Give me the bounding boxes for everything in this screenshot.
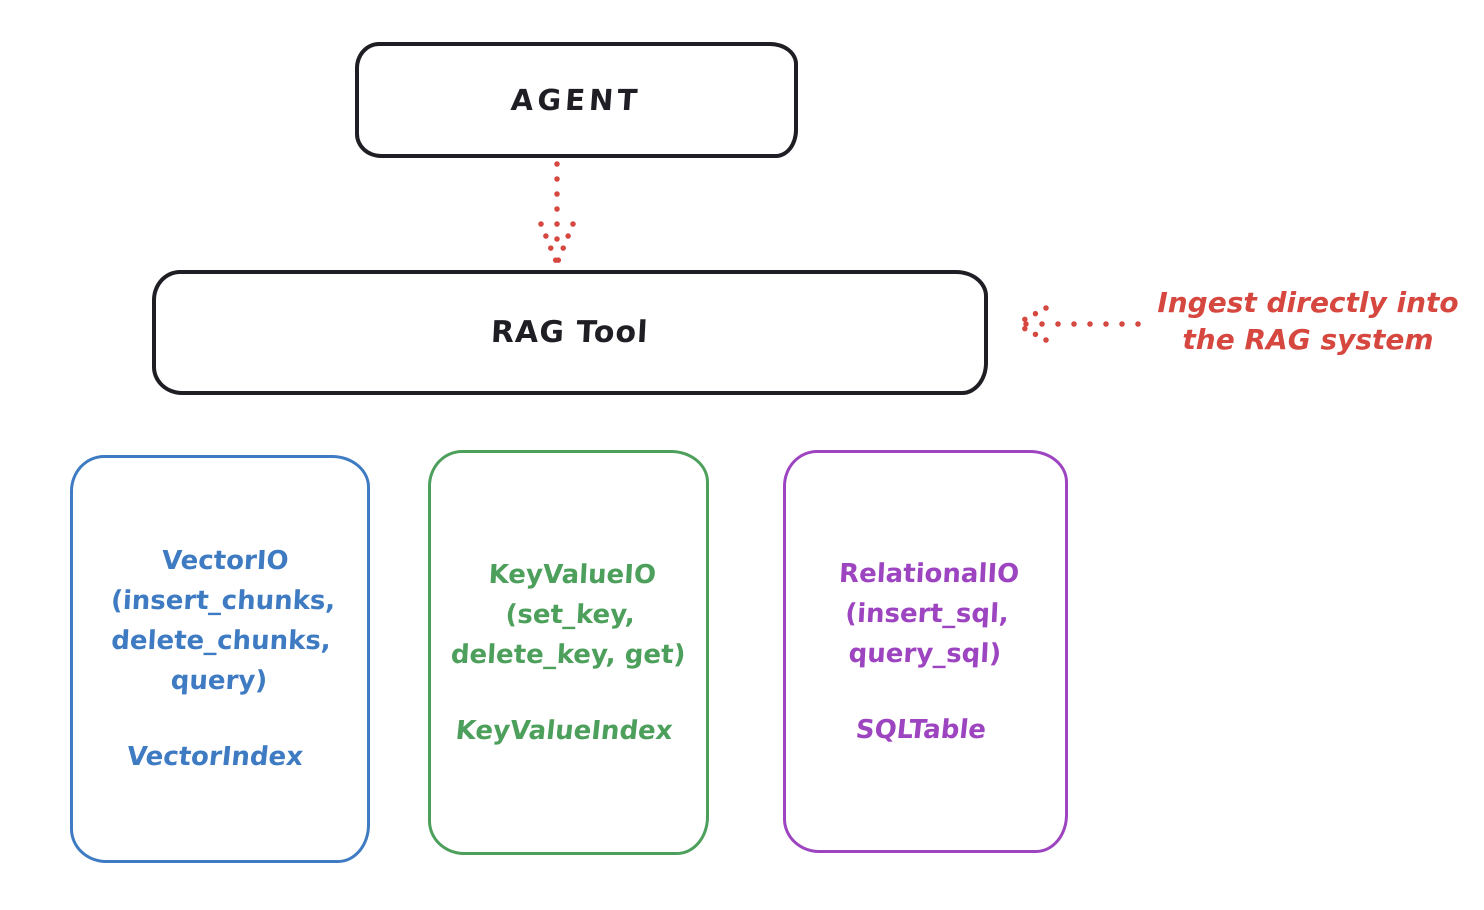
ingest-annotation: Ingest directly into the RAG system — [1138, 284, 1478, 358]
vector-io-description: VectorIO (insert_chunks, delete_chunks, … — [102, 541, 339, 777]
arrowhead-bottom-wing — [1015, 322, 1049, 343]
vector-io-line: query) — [169, 666, 268, 696]
keyvalue-io-line: delete_key, get) — [450, 639, 687, 670]
relational-io-description: RelationalIO (insert_sql, query_sql) SQL… — [830, 554, 1021, 750]
vector-io-line: VectorIO — [161, 546, 290, 576]
arrowhead-right-wing — [555, 221, 576, 264]
agent-node: AGENT — [355, 42, 798, 158]
keyvalue-io-line: (set_key, — [504, 599, 637, 630]
vector-index-label: VectorIndex — [125, 742, 305, 772]
rag-tool-node: RAG Tool — [152, 270, 988, 395]
arrowhead-top-wing — [1015, 305, 1049, 326]
arrowhead-left-wing — [538, 221, 559, 264]
relational-io-line: query_sql) — [848, 638, 1003, 669]
agent-to-ragtool-arrow — [538, 161, 576, 264]
agent-label: AGENT — [510, 83, 643, 117]
keyvalue-index-label: KeyValueIndex — [454, 715, 675, 746]
vector-io-line: delete_chunks, — [110, 626, 332, 656]
keyvalue-io-line: KeyValueIO — [488, 559, 658, 590]
ingest-annotation-arrow — [1015, 305, 1141, 343]
keyvalue-io-node: KeyValueIO (set_key, delete_key, get) Ke… — [428, 450, 709, 855]
ingest-annotation-line1: Ingest directly into — [1157, 286, 1459, 319]
keyvalue-io-description: KeyValueIO (set_key, delete_key, get) Ke… — [446, 555, 691, 751]
relational-io-line: RelationalIO — [838, 558, 1021, 589]
sql-table-label: SQLTable — [854, 714, 989, 745]
relational-io-node: RelationalIO (insert_sql, query_sql) SQL… — [783, 450, 1068, 853]
relational-io-line: (insert_sql, — [844, 598, 1011, 629]
vector-io-node: VectorIO (insert_chunks, delete_chunks, … — [70, 455, 370, 863]
ingest-annotation-line2: the RAG system — [1182, 323, 1434, 356]
vector-io-line: (insert_chunks, — [110, 586, 336, 616]
rag-tool-label: RAG Tool — [490, 315, 650, 350]
